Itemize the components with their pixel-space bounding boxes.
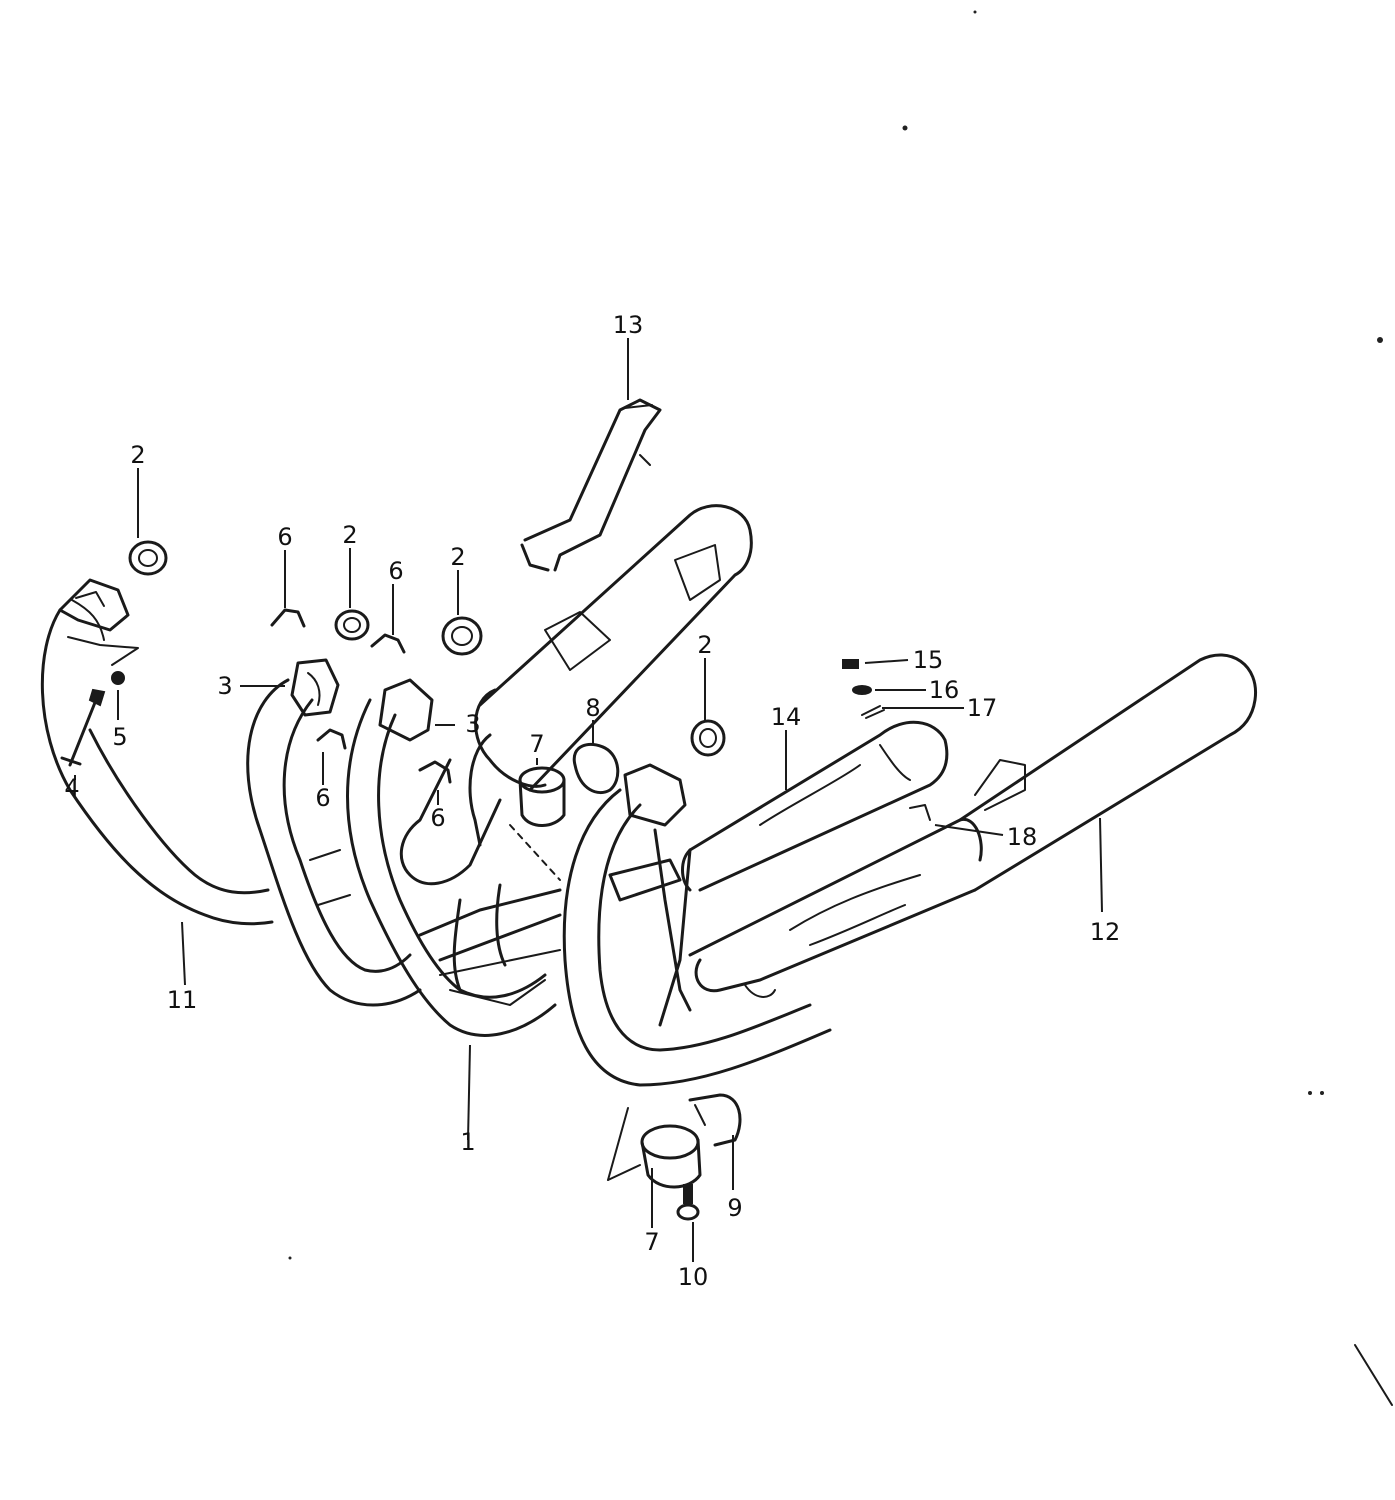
seal-7-lower [640, 1124, 702, 1189]
callout-7: 7 [529, 730, 544, 758]
callout-8: 8 [585, 694, 600, 722]
muffler-14 [681, 720, 949, 892]
callout-5: 5 [112, 723, 127, 751]
leader-lines [74, 338, 1103, 1262]
callout-9: 9 [727, 1194, 742, 1222]
callout-4: 4 [64, 774, 79, 802]
nut-5 [111, 671, 125, 685]
scan-specks [288, 10, 1393, 1406]
exhaust-pipe-11 [40, 578, 274, 926]
bolt-4 [60, 688, 106, 767]
callout-6: 6 [315, 784, 330, 812]
gasket-2-right [690, 719, 726, 757]
callout-6: 6 [430, 804, 445, 832]
bolt-10 [676, 1184, 700, 1221]
callout-1: 1 [460, 1128, 475, 1156]
assembly-guides [509, 824, 641, 1181]
clip-6-a [270, 608, 306, 628]
callout-3: 3 [465, 710, 480, 738]
callout-2: 2 [130, 441, 145, 469]
clamp-9 [688, 1093, 742, 1147]
exhaust-pipe-right [562, 763, 832, 1087]
callout-10: 10 [678, 1263, 709, 1291]
callout-18: 18 [1007, 823, 1038, 851]
callout-12: 12 [1090, 918, 1121, 946]
callout-labels: 13 2 6 2 6 2 3 5 4 6 3 6 7 8 2 14 15 16 … [64, 311, 1120, 1291]
callout-2: 2 [342, 521, 357, 549]
bolt-15 [842, 659, 859, 669]
muffler-12 [688, 653, 1258, 998]
gasket-2-mid [441, 616, 483, 656]
callout-6: 6 [388, 557, 403, 585]
callout-11: 11 [167, 986, 198, 1014]
clip-6-b [370, 633, 406, 654]
callout-14: 14 [771, 703, 802, 731]
callout-17: 17 [967, 694, 998, 722]
callout-2: 2 [697, 631, 712, 659]
seal-7-upper [518, 766, 566, 827]
gasket-2-center [334, 609, 370, 641]
muffler-bracket-13 [520, 398, 662, 572]
callout-7: 7 [644, 1228, 659, 1256]
washer-17 [861, 705, 885, 719]
callout-2: 2 [450, 543, 465, 571]
exhaust-pipe-1 [246, 658, 562, 1037]
bracket-18 [909, 804, 931, 821]
muffler-upper [399, 504, 753, 886]
clip-6-c [316, 728, 347, 750]
callout-3: 3 [217, 672, 232, 700]
connector-8 [572, 742, 620, 795]
callout-13: 13 [613, 311, 644, 339]
callout-16: 16 [929, 676, 960, 704]
callout-15: 15 [913, 646, 944, 674]
clip-6-d [418, 760, 452, 784]
gasket-2-left [128, 540, 168, 576]
washer-16 [852, 685, 872, 695]
callout-6: 6 [277, 523, 292, 551]
